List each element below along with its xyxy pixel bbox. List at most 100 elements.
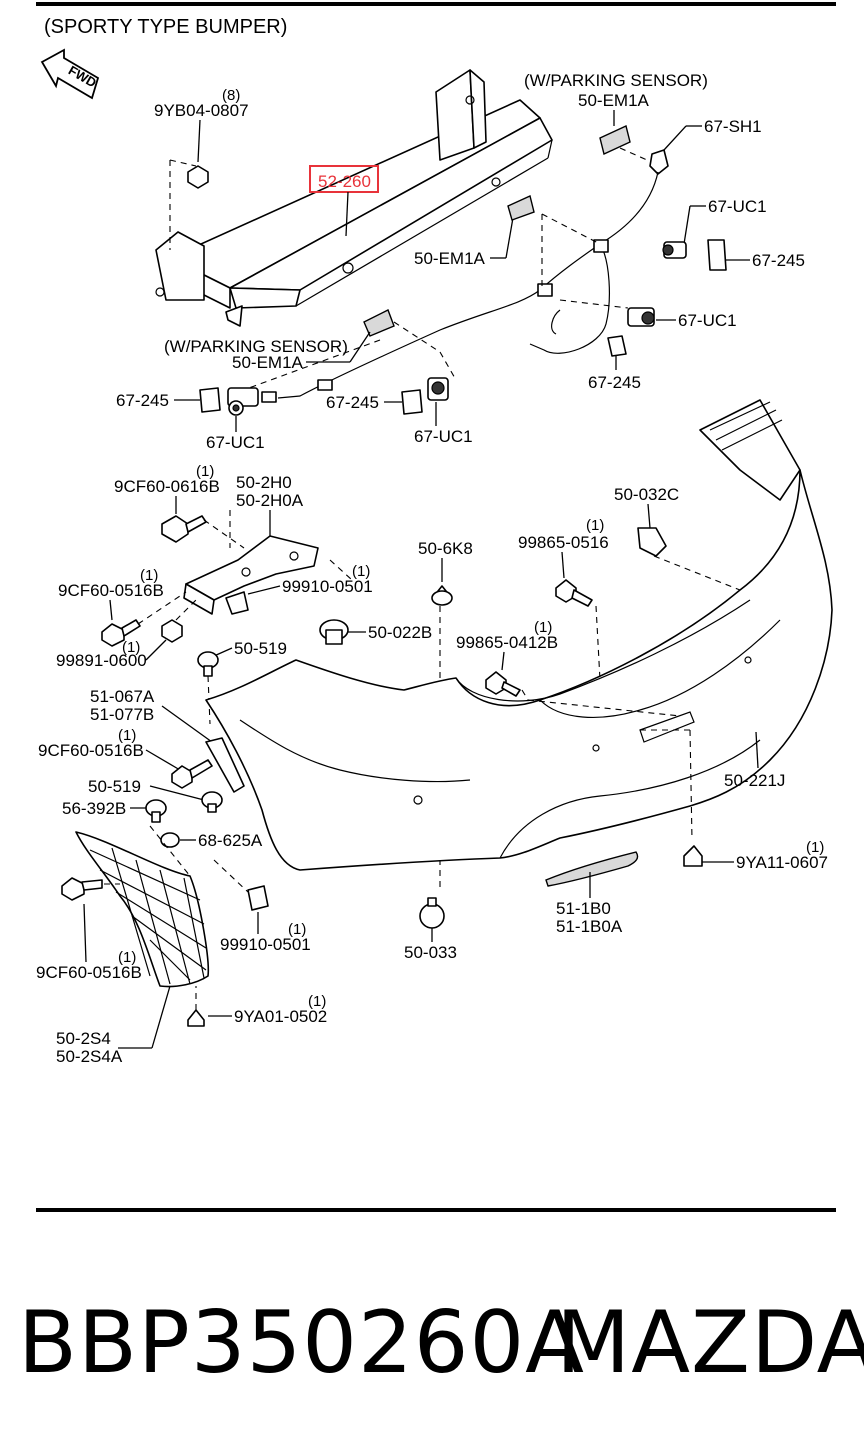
sensor-67-uc1-c[interactable]: [227, 387, 259, 416]
qty-9cf60-0616b: (1): [196, 463, 214, 480]
label-67-245-d: 67-245: [326, 393, 379, 412]
label-50-em1a-top: 50-EM1A: [578, 91, 650, 110]
clip-99910-0501-b[interactable]: [247, 885, 269, 911]
qty-99891-0600: (1): [122, 639, 140, 656]
label-50-033: 50-033: [404, 943, 457, 962]
label-9yb04-0807: 9YB04-0807: [154, 101, 249, 120]
pad-50-em1a-mid[interactable]: [507, 195, 535, 221]
label-99910-0501-a: 99910-0501: [282, 577, 373, 596]
label-50-519-a: 50-519: [234, 639, 287, 658]
label-50-022b: 50-022B: [368, 623, 432, 642]
qty-99865-0516: (1): [586, 517, 604, 534]
footer-brand: MAZDA: [556, 1293, 864, 1393]
harness-loop: [551, 309, 561, 335]
label-99865-0412b: 99865-0412B: [456, 633, 558, 652]
sensor-note-left: (W/PARKING SENSOR): [164, 337, 348, 356]
clip-50-519-b[interactable]: [201, 791, 223, 813]
clip-50-022b[interactable]: [319, 619, 349, 645]
reflector-51-1b0[interactable]: [545, 851, 639, 887]
bolt-9cf60-0516b-b[interactable]: [171, 759, 213, 789]
bolt-9cf60-0516b-a[interactable]: [101, 619, 141, 647]
label-9cf60-0616b: 9CF60-0616B: [114, 477, 220, 496]
label-50-em1a-mid: 50-EM1A: [414, 249, 486, 268]
harness-branch: [529, 243, 610, 354]
label-56-392b: 56-392B: [62, 799, 126, 818]
harness-connector-a: [537, 283, 553, 297]
harness-connector-c: [317, 379, 333, 391]
label-50-519-b: 50-519: [88, 777, 141, 796]
label-67-uc1-d: 67-UC1: [414, 427, 473, 446]
bumper-reinforcement-beam[interactable]: [155, 69, 553, 327]
label-67-uc1-b: 67-UC1: [678, 311, 737, 330]
clip-56-392b[interactable]: [145, 799, 167, 823]
label-50-6k8: 50-6K8: [418, 539, 473, 558]
top-rule: [36, 2, 836, 6]
qty-9ya11-0607: (1): [806, 839, 824, 856]
label-99910-0501-b: 99910-0501: [220, 935, 311, 954]
bumper-cover-50-221j[interactable]: [205, 399, 833, 871]
label-67-245-c: 67-245: [116, 391, 169, 410]
bracket-67-245-b[interactable]: [607, 335, 627, 357]
bolt-9cf60-0516b-c[interactable]: [61, 877, 103, 901]
label-50-2h0: 50-2H0: [236, 473, 292, 492]
fwd-arrow-icon: FWD: [40, 48, 100, 100]
qty-99910-0501-b: (1): [288, 921, 306, 938]
sensor-67-uc1-d[interactable]: [427, 377, 449, 401]
bracket-67-245-d[interactable]: [401, 389, 423, 415]
label-9ya01-0502: 9YA01-0502: [234, 1007, 327, 1026]
sensor-67-uc1-a[interactable]: [662, 241, 687, 259]
label-50-em1a-left: 50-EM1A: [232, 353, 304, 372]
screw-9ya11-0607[interactable]: [683, 845, 703, 867]
label-51-1b0: 51-1B0: [556, 899, 611, 918]
label-50-221j: 50-221J: [724, 771, 785, 790]
label-67-sh1: 67-SH1: [704, 117, 762, 136]
nut-9yb04[interactable]: [187, 165, 209, 189]
label-50-2h0a: 50-2H0A: [236, 491, 304, 510]
bracket-50-032c[interactable]: [637, 527, 667, 557]
clip-99910-0501-a[interactable]: [225, 591, 249, 615]
label-50-2s4a: 50-2S4A: [56, 1047, 123, 1066]
label-50-032c: 50-032C: [614, 485, 679, 504]
qty-99910-0501-a: (1): [352, 563, 370, 580]
footer-part-number: BBP350260A: [18, 1293, 585, 1393]
sensor-67-uc1-b[interactable]: [627, 307, 655, 327]
pad-50-em1a-left[interactable]: [363, 309, 395, 337]
screw-99865-0412b[interactable]: [485, 671, 521, 697]
bracket-50-2h0[interactable]: [183, 535, 319, 615]
clip-50-519-a[interactable]: [197, 651, 219, 677]
screw-99865-0516[interactable]: [555, 579, 593, 607]
label-67-uc1-a: 67-UC1: [708, 197, 767, 216]
label-51-077b: 51-077B: [90, 705, 154, 724]
qty-99865-0412b: (1): [534, 619, 552, 636]
label-9ya11-0607: 9YA11-0607: [736, 853, 828, 872]
highlighted-part-label: 52-260: [318, 172, 371, 191]
sensor-note-top: (W/PARKING SENSOR): [524, 71, 708, 90]
qty-9cf60-0516b-c: (1): [118, 949, 136, 966]
label-67-245-a: 67-245: [752, 251, 805, 270]
splash-shield-50-2s4[interactable]: [75, 831, 210, 988]
label-51-067a: 51-067A: [90, 687, 155, 706]
harness-67-sh1[interactable]: [649, 149, 669, 175]
label-9cf60-0516b-b: 9CF60-0516B: [38, 741, 144, 760]
label-51-1b0a: 51-1B0A: [556, 917, 623, 936]
screw-9ya01-0502[interactable]: [187, 1009, 205, 1027]
label-68-625a: 68-625A: [198, 831, 263, 850]
label-9cf60-0516b-a: 9CF60-0516B: [58, 581, 164, 600]
clip-68-625a[interactable]: [160, 832, 180, 848]
bracket-67-245-a[interactable]: [707, 239, 727, 271]
label-50-2s4: 50-2S4: [56, 1029, 111, 1048]
label-67-uc1-c: 67-UC1: [206, 433, 265, 452]
qty-9cf60-0516b-b: (1): [118, 727, 136, 744]
label-9cf60-0516b-c: 9CF60-0516B: [36, 963, 142, 982]
highlighted-part-callout[interactable]: 52-260: [309, 165, 379, 237]
bolt-9cf60-0616b[interactable]: [161, 515, 207, 543]
fastener-50-6k8[interactable]: [431, 585, 453, 606]
bracket-67-245-c[interactable]: [199, 387, 221, 413]
pad-50-em1a-top[interactable]: [599, 125, 631, 155]
qty-9ya01-0502: (1): [308, 993, 326, 1010]
nut-99891-0600[interactable]: [161, 619, 183, 643]
fastener-50-033[interactable]: [419, 897, 445, 929]
sensor-plug-c: [261, 391, 277, 403]
bracket-51-067a[interactable]: [205, 737, 245, 793]
